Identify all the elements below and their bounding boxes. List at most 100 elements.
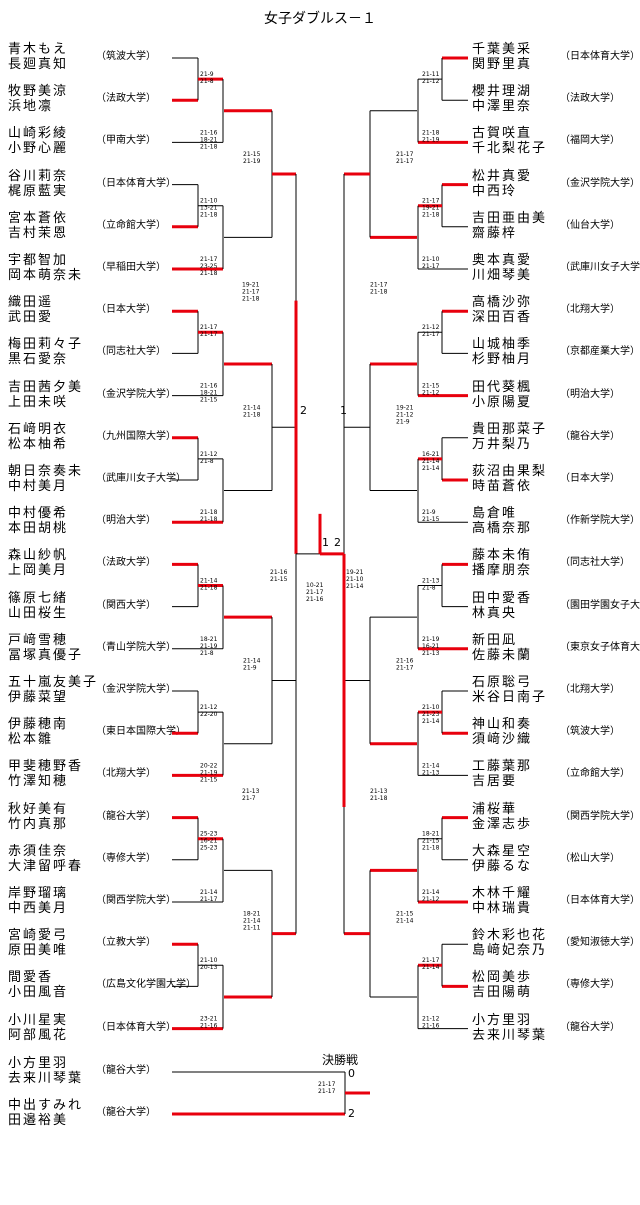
player-name: 武田愛 (8, 310, 54, 326)
player-name: 高橋奈那 (472, 521, 533, 537)
player-name: 中林瑞貴 (472, 901, 533, 916)
player-name: 田中愛香 (472, 590, 533, 606)
score-text: 21-14 (422, 718, 440, 725)
win-count: 1 (340, 404, 347, 417)
win-count: 2 (334, 536, 341, 549)
score-text: 21-16 (306, 596, 324, 603)
score-text: 21-14 (422, 889, 440, 896)
player-name: 長廻真知 (8, 57, 69, 72)
score-text: 21-12 (422, 896, 440, 903)
player-name: 五十嵐友美子 (8, 675, 99, 690)
score-text: 25-23 (200, 845, 218, 852)
score-text: 21-12 (422, 390, 440, 397)
player-name: 田邉裕美 (8, 1113, 69, 1128)
school-name: （京都産業大学） (560, 346, 640, 358)
score-text: 21-19 (422, 636, 440, 643)
score-text: 21-12 (396, 411, 414, 418)
player-name: 工藤葉那 (472, 759, 533, 775)
score-text: 21-13 (370, 788, 388, 795)
score-text: 21-15 (200, 397, 218, 404)
player-name: 齋藤梓 (472, 225, 518, 241)
player-name: 小原陽夏 (472, 394, 533, 410)
school-name: （日本体育大学） (560, 895, 640, 906)
score-text: 21-17 (200, 324, 218, 331)
school-name: （法政大学） (96, 557, 156, 569)
school-name: （龍谷大学） (96, 1107, 156, 1118)
score-text: 21-18 (422, 212, 440, 219)
score-text: 21-15 (243, 151, 261, 158)
score-text: 21-14 (243, 657, 261, 664)
score-text: 21-14 (346, 583, 364, 590)
score-text: 21-10 (422, 256, 440, 263)
school-name: （明治大学） (560, 388, 620, 400)
score-text: 21-14 (243, 404, 261, 411)
score-text: 21-17 (422, 957, 440, 964)
school-name: （青山学院大学） (96, 641, 176, 653)
player-name: 谷川莉奈 (8, 168, 69, 184)
player-name: 新田凪 (472, 632, 518, 648)
school-name: （同志社大学） (560, 557, 630, 569)
school-name: （筑波大学） (96, 51, 156, 62)
player-name: 播摩朋奈 (472, 563, 533, 579)
score-text: 21-16 (270, 569, 288, 576)
school-name: （立命館大学） (96, 219, 166, 231)
score-text: 21-14 (200, 889, 218, 896)
score-text: 21-18 (370, 795, 388, 802)
score-text: 21-9 (243, 664, 257, 671)
player-name: 松本雛 (8, 732, 54, 748)
score-text: 18-21 (200, 636, 218, 643)
player-name: 高橋沙弥 (472, 295, 533, 311)
player-name: 甲斐穂野香 (8, 759, 84, 775)
score-text: 21-8 (422, 584, 436, 591)
score-text: 21-17 (370, 282, 388, 289)
player-name: 浦桜華 (472, 801, 518, 817)
player-name: 間愛香 (8, 970, 54, 986)
score-text: 21-17 (396, 664, 414, 671)
score-text: 21-7 (242, 795, 256, 802)
score-text: 21-8 (200, 458, 214, 465)
player-name: 中西玲 (472, 183, 518, 199)
score-text: 21-15 (422, 516, 440, 523)
score-text: 21-14 (422, 762, 440, 769)
player-name: 須﨑沙織 (472, 732, 533, 748)
score-text: 21-19 (200, 643, 218, 650)
school-name: （作新学院大学） (560, 515, 640, 527)
school-name: （龍谷大学） (96, 1065, 156, 1076)
player-name: 島倉唯 (472, 506, 518, 522)
player-name: 中西美月 (8, 901, 69, 916)
player-name: 島﨑妃奈乃 (472, 943, 548, 959)
player-name: 鈴木彩也花 (472, 928, 548, 944)
score-text: 21-19 (422, 136, 440, 143)
school-name: （龍谷大学） (96, 810, 156, 822)
score-text: 18-21 (243, 911, 261, 918)
player-name: 時苗蒼依 (472, 479, 533, 494)
player-name: 青木もえ (8, 42, 69, 57)
school-name: （金沢学院大学） (560, 177, 640, 189)
score-text: 21-18 (200, 584, 218, 591)
player-name: 中澤里奈 (472, 99, 533, 115)
score-text: 21-18 (200, 212, 218, 219)
player-name: 浜地凛 (8, 99, 54, 115)
player-name: 奥本真愛 (472, 253, 533, 268)
player-name: 荻沼由果梨 (472, 464, 548, 479)
school-name: （同志社大学） (96, 346, 166, 358)
score-text: 21-16 (200, 129, 218, 136)
school-name: （明治大学） (96, 515, 156, 527)
school-name: （広島文化学園大学） (96, 979, 196, 991)
score-text: 16-21 (422, 643, 440, 650)
player-name: 竹澤知穂 (8, 774, 69, 790)
player-name: 宮本蒼依 (8, 210, 69, 226)
score-text: 21-15 (270, 576, 288, 583)
player-name: 山崎彩綾 (8, 126, 69, 142)
score-text: 18-21 (200, 390, 218, 397)
score-text: 10-21 (306, 582, 324, 589)
player-name: 中村優希 (8, 506, 69, 522)
school-name: （東日本国際大学） (96, 726, 186, 738)
score-text: 18-21 (200, 136, 218, 143)
score-text: 21-18 (422, 129, 440, 136)
player-name: 山城柚季 (472, 337, 533, 353)
score-text: 21-17 (200, 331, 218, 338)
school-name: （専修大学） (560, 979, 620, 991)
score-text: 21-17 (242, 289, 260, 296)
